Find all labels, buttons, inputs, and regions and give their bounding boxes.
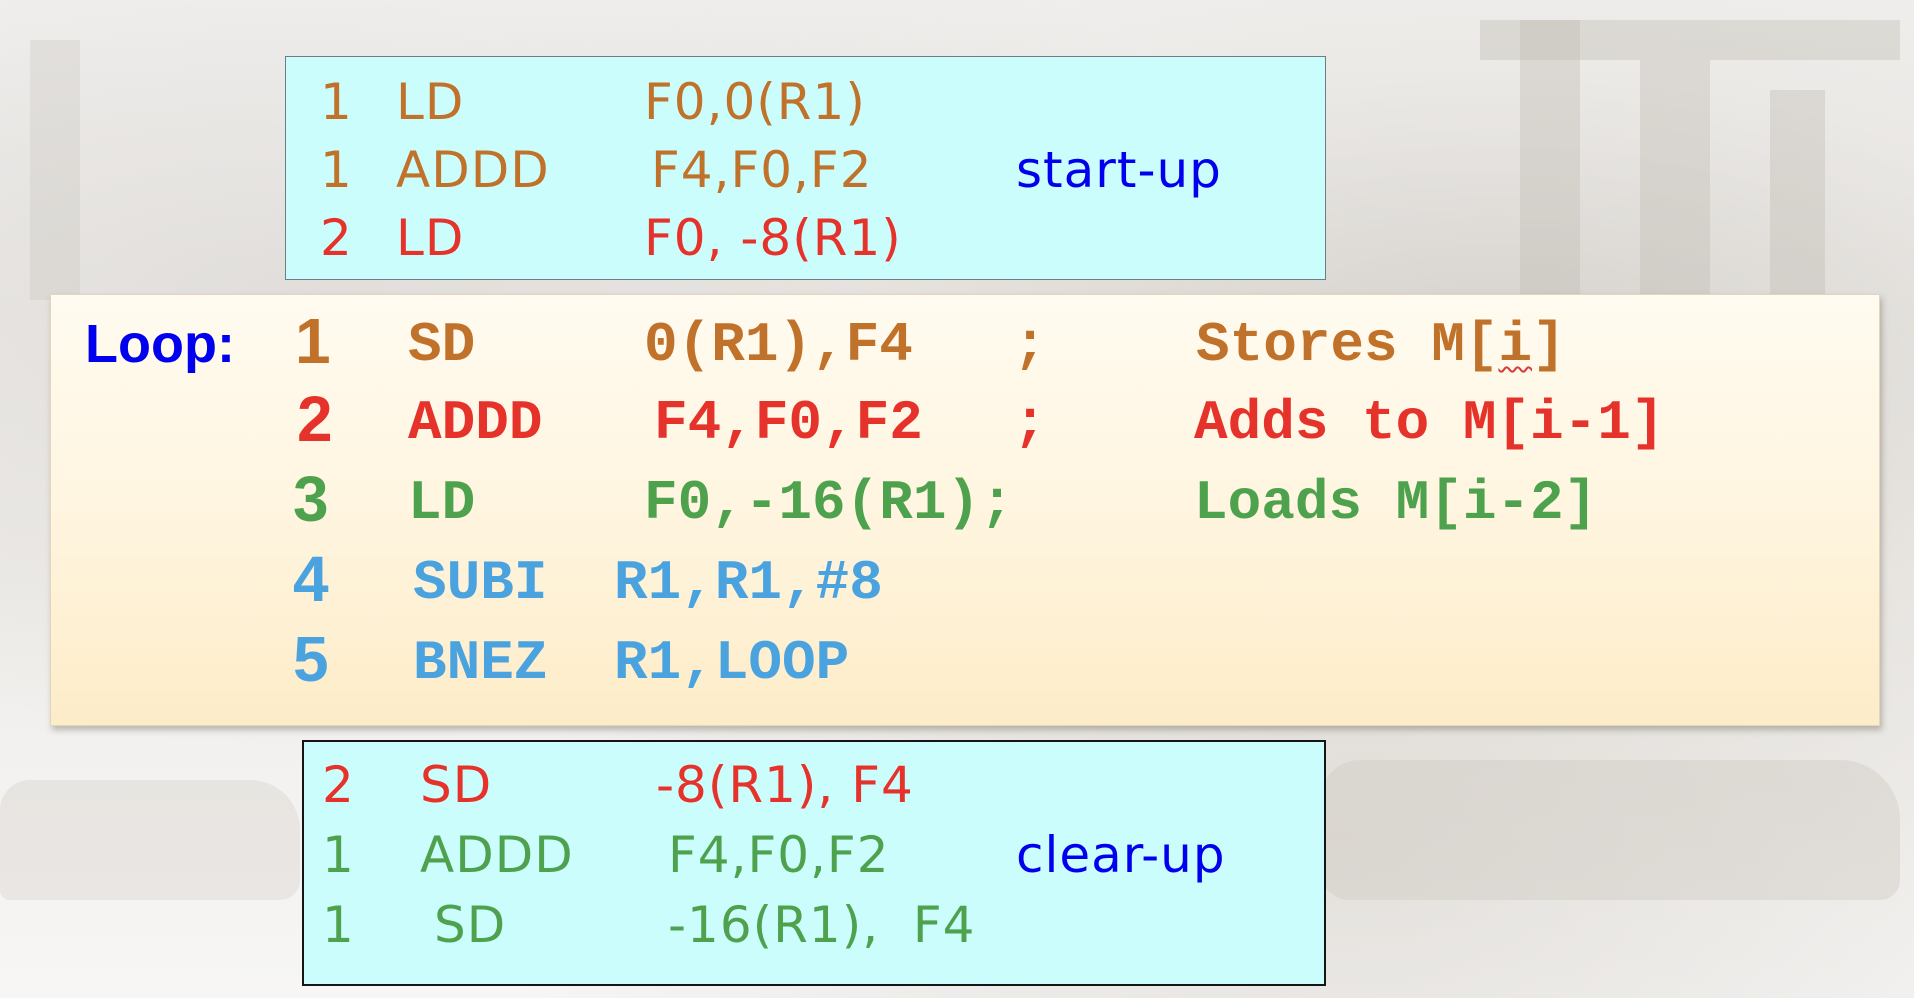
loop-iter: 2 bbox=[297, 383, 333, 455]
spellcheck-word: i bbox=[1498, 313, 1533, 377]
loop-box: Loop: 1 SD 0(R1),F4 ; Stores M[i] 2 ADDD… bbox=[50, 294, 1880, 726]
loop-op: LD bbox=[408, 471, 476, 535]
clearup-iter: 1 bbox=[322, 896, 355, 954]
loop-args: F0,-16(R1); bbox=[644, 471, 1014, 535]
loop-separator: ; bbox=[1013, 391, 1047, 455]
startup-op: LD bbox=[396, 73, 465, 131]
loop-iter: 1 bbox=[295, 305, 331, 377]
loop-separator: ; bbox=[1013, 313, 1047, 377]
clearup-args: -16(R1), F4 bbox=[668, 896, 976, 954]
startup-args: F0, -8(R1) bbox=[644, 209, 902, 267]
startup-op: ADDD bbox=[396, 141, 550, 199]
background-rubble bbox=[1320, 760, 1900, 900]
startup-args: F4,F0,F2 bbox=[651, 141, 873, 199]
startup-label: start-up bbox=[1016, 141, 1222, 199]
startup-iter: 2 bbox=[320, 209, 353, 267]
loop-label: Loop: bbox=[85, 314, 235, 374]
background-rubble bbox=[0, 780, 300, 900]
loop-comment: Adds to M[i-1] bbox=[1194, 391, 1665, 455]
clearup-box: 2 SD -8(R1), F4 1 ADDD F4,F0,F2 clear-up… bbox=[302, 740, 1326, 986]
loop-comment: Loads M[i-2] bbox=[1194, 471, 1598, 535]
loop-op: SUBI bbox=[413, 551, 548, 615]
startup-args: F0,0(R1) bbox=[644, 73, 866, 131]
loop-iter: 4 bbox=[293, 543, 329, 615]
loop-comment: Stores M[i] bbox=[1196, 313, 1566, 377]
startup-iter: 1 bbox=[320, 141, 353, 199]
clearup-iter: 1 bbox=[322, 826, 355, 884]
clearup-args: F4,F0,F2 bbox=[668, 826, 890, 884]
loop-args: R1,LOOP bbox=[614, 631, 850, 695]
clearup-op: SD bbox=[434, 896, 507, 954]
loop-op: ADDD bbox=[408, 391, 543, 455]
clearup-op: ADDD bbox=[420, 826, 574, 884]
startup-op: LD bbox=[396, 209, 465, 267]
clearup-args: -8(R1), F4 bbox=[656, 756, 914, 814]
loop-args: F4,F0,F2 bbox=[654, 391, 923, 455]
startup-box: 1 LD F0,0(R1) 1 ADDD F4,F0,F2 start-up 2… bbox=[285, 56, 1326, 280]
clearup-label: clear-up bbox=[1016, 826, 1226, 884]
clearup-op: SD bbox=[420, 756, 493, 814]
background-ruin bbox=[1480, 20, 1900, 60]
loop-op: BNEZ bbox=[413, 631, 548, 695]
startup-iter: 1 bbox=[320, 73, 353, 131]
loop-iter: 3 bbox=[293, 463, 329, 535]
loop-op: SD bbox=[408, 313, 476, 377]
clearup-iter: 2 bbox=[322, 756, 355, 814]
loop-iter: 5 bbox=[293, 623, 329, 695]
loop-args: 0(R1),F4 bbox=[644, 313, 913, 377]
background-column bbox=[30, 40, 80, 300]
loop-args: R1,R1,#8 bbox=[614, 551, 883, 615]
